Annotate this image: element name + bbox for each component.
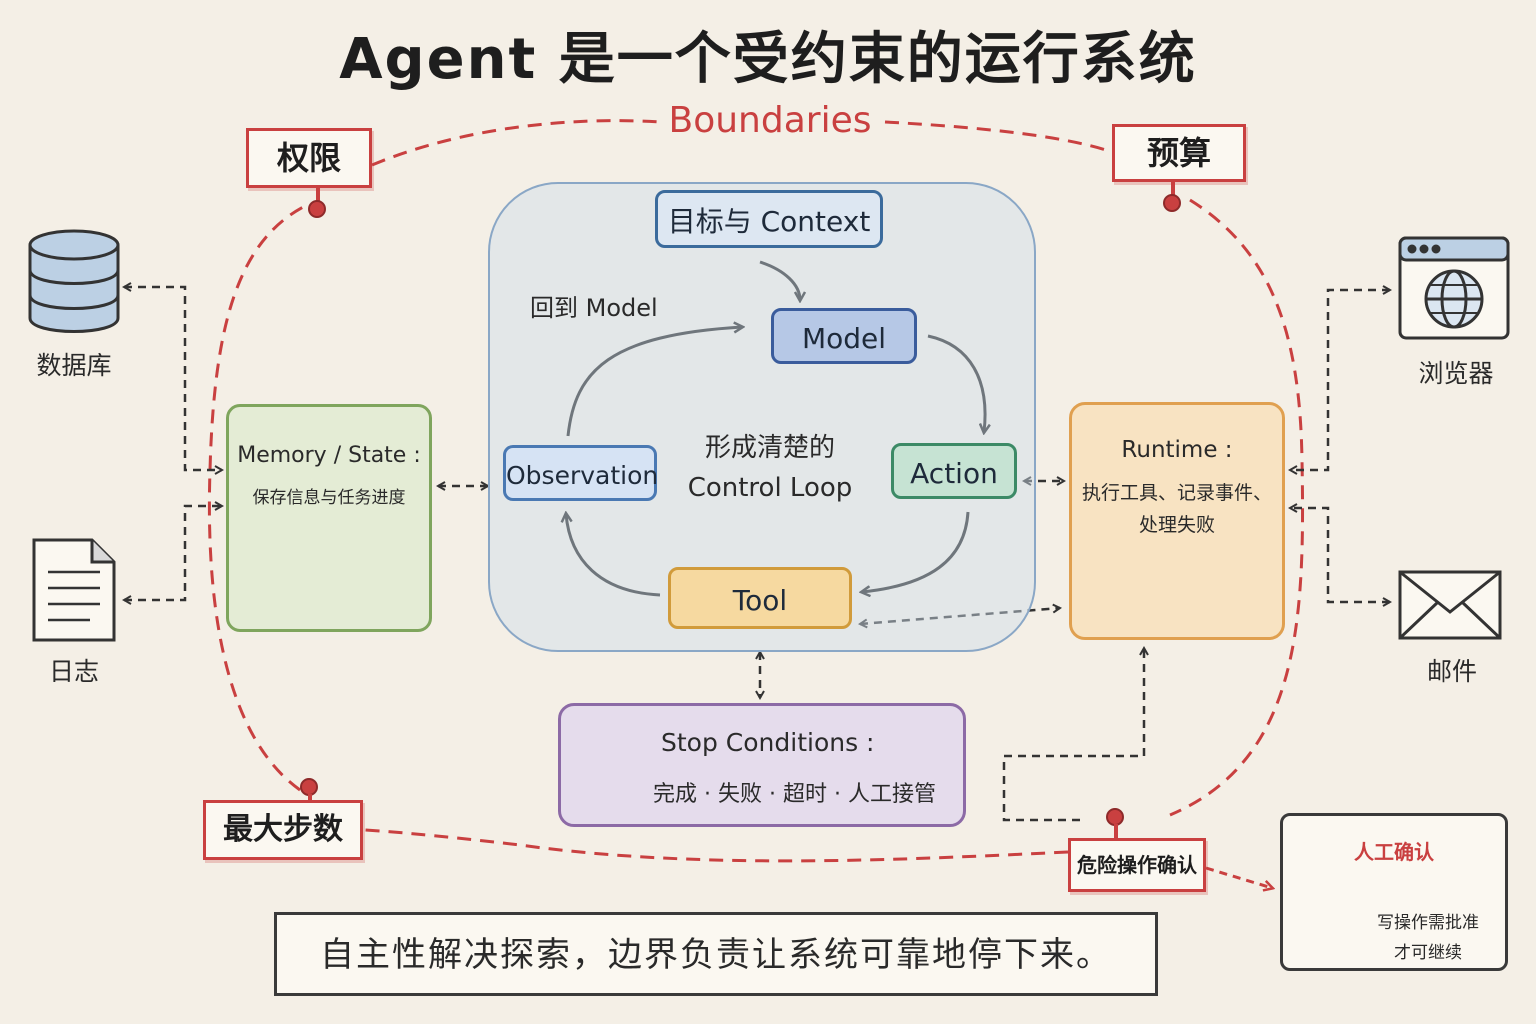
- arrow-model-action: [927, 334, 985, 432]
- pin-stem: [1171, 182, 1175, 198]
- database-icon: [28, 229, 120, 333]
- boundaries-label: Boundaries: [660, 100, 880, 141]
- link-tool-runtime: [860, 608, 1060, 624]
- control-loop-label-line2: Control Loop: [687, 473, 853, 503]
- link-database-memory: [124, 287, 222, 470]
- page-title: Agent 是一个受约束的运行系统: [339, 27, 1197, 92]
- memory-state-box: Memory / State : 保存信息与任务进度: [226, 404, 432, 632]
- human-desc-line2: 才可继续: [1394, 943, 1462, 963]
- boundary-loop: [207, 119, 1305, 863]
- browser-icon: [1398, 236, 1510, 340]
- arrow-observation-model: [566, 327, 742, 437]
- stop-title: Stop Conditions :: [661, 728, 875, 757]
- link-logs-memory: [124, 506, 222, 600]
- arrow-tool-observation: [566, 514, 661, 597]
- link-email-runtime: [1290, 508, 1390, 602]
- envelope-icon: [1398, 570, 1502, 640]
- runtime-title: Runtime :: [1121, 437, 1233, 463]
- human-desc-line1: 写操作需批准: [1377, 913, 1479, 933]
- stop-desc: 完成 · 失败 · 超时 · 人工接管: [653, 782, 936, 807]
- sign-budget: 预算: [1112, 124, 1246, 182]
- tool-box: Tool: [668, 567, 852, 629]
- context-box: 目标与 Context: [655, 190, 883, 248]
- link-browser-runtime: [1290, 290, 1390, 470]
- link-danger-runtime: [1002, 648, 1144, 822]
- logs-label: 日志: [48, 657, 99, 686]
- pin-stem: [1114, 824, 1118, 838]
- control-loop-label-line1: 形成清楚的: [704, 433, 835, 463]
- sign-max-steps: 最大步数: [203, 800, 363, 860]
- browser-label: 浏览器: [1418, 359, 1494, 388]
- model-box: Model: [771, 308, 917, 364]
- pin-icon: [308, 200, 326, 218]
- footer-summary: 自主性解决探索，边界负责让系统可靠地停下来。: [274, 912, 1158, 996]
- database-label: 数据库: [36, 351, 112, 380]
- sign-permissions: 权限: [246, 128, 372, 188]
- human-confirm-box: 人工确认 写操作需批准 才可继续: [1280, 813, 1508, 971]
- back-to-model-label: 回到 Model: [530, 294, 658, 322]
- pin-stem: [308, 794, 312, 800]
- runtime-box: Runtime : 执行工具、记录事件、 处理失败: [1069, 402, 1285, 640]
- sign-danger-confirm: 危险操作确认: [1068, 838, 1206, 892]
- email-label: 邮件: [1426, 657, 1477, 686]
- pin-stem: [316, 188, 320, 206]
- runtime-desc-line1: 执行工具、记录事件、: [1081, 482, 1272, 504]
- arrow-context-model: [759, 260, 800, 300]
- runtime-desc-line2: 处理失败: [1138, 514, 1215, 536]
- pin-icon: [1163, 194, 1181, 212]
- human-desc: 写操作需批准 才可继续: [1353, 908, 1503, 968]
- stop-conditions-box: Stop Conditions : 完成 · 失败 · 超时 · 人工接管: [558, 703, 966, 827]
- observation-box: Observation: [503, 445, 658, 501]
- runtime-desc: 执行工具、记录事件、 处理失败: [1072, 477, 1282, 541]
- link-danger-human: [1205, 866, 1272, 888]
- action-box: Action: [891, 443, 1017, 499]
- memory-title: Memory / State :: [237, 443, 421, 468]
- arrow-action-tool: [862, 511, 970, 592]
- control-loop-label: 形成清楚的 Control Loop: [680, 428, 860, 508]
- human-title: 人工确认: [1354, 840, 1434, 864]
- memory-desc: 保存信息与任务进度: [252, 488, 406, 508]
- document-icon: [32, 538, 116, 642]
